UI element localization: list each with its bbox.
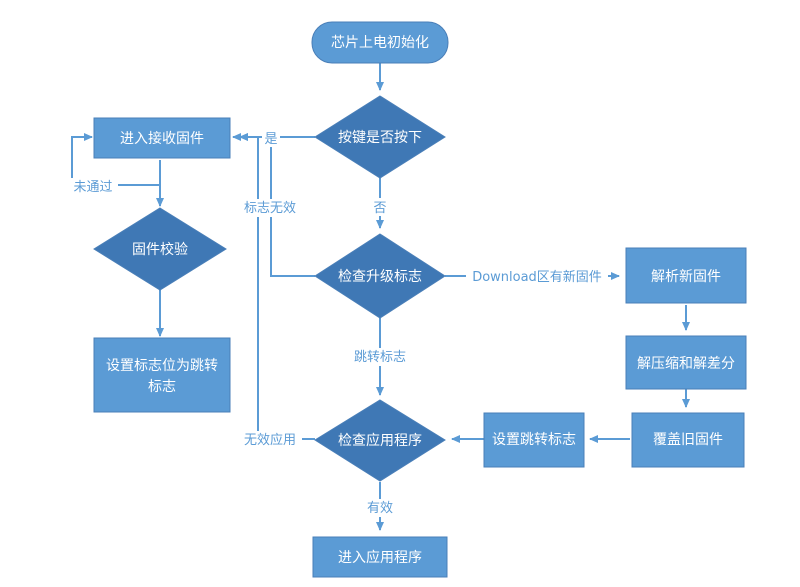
node-set-flag-line2: 标志 <box>148 379 176 395</box>
node-decompress: 解压缩和解差分 <box>625 335 747 390</box>
node-set-jump-flag: 设置跳转标志 <box>483 412 585 468</box>
node-set-flag: 设置标志位为跳转 标志 <box>93 337 231 413</box>
label-invalid-app: 无效应用 <box>244 432 296 448</box>
label-jump-flag: 跳转标志 <box>354 350 406 365</box>
node-parse-firmware: 解析新固件 <box>625 247 747 304</box>
label-download-new: Download区有新固件 <box>472 269 602 285</box>
label-valid: 有效 <box>367 501 393 516</box>
node-enter-app: 进入应用程序 <box>312 536 448 578</box>
node-set-jump-flag-label: 设置跳转标志 <box>492 432 576 448</box>
label-yes: 是 <box>264 132 277 147</box>
node-decompress-label: 解压缩和解差分 <box>637 356 735 372</box>
node-parse-firmware-label: 解析新固件 <box>651 269 721 285</box>
node-check-upgrade-label: 检查升级标志 <box>338 269 422 285</box>
edge-labels: 是 否 未通过 标志无效 Download区有新固件 跳转标志 无效应用 有效 <box>68 130 608 517</box>
node-firmware-verify-label: 固件校验 <box>132 241 188 258</box>
label-flag-invalid: 标志无效 <box>244 201 296 216</box>
node-firmware-verify: 固件校验 <box>93 207 227 291</box>
node-start: 芯片上电初始化 <box>311 21 449 64</box>
node-overwrite: 覆盖旧固件 <box>631 412 745 468</box>
node-key-decision-label: 按键是否按下 <box>338 130 422 146</box>
node-overwrite-label: 覆盖旧固件 <box>653 432 723 448</box>
node-set-flag-line1: 设置标志位为跳转 <box>106 358 218 374</box>
node-enter-receive: 进入接收固件 <box>93 117 231 159</box>
node-check-app: 检查应用程序 <box>314 399 446 482</box>
node-check-app-label: 检查应用程序 <box>338 432 422 449</box>
node-enter-app-label: 进入应用程序 <box>338 549 422 566</box>
node-check-upgrade: 检查升级标志 <box>314 233 446 319</box>
node-start-label: 芯片上电初始化 <box>331 34 429 51</box>
label-no: 否 <box>373 201 386 216</box>
node-enter-receive-label: 进入接收固件 <box>120 130 204 147</box>
node-key-decision: 按键是否按下 <box>314 95 446 179</box>
edge-invalid-app <box>239 133 315 440</box>
label-not-passed: 未通过 <box>73 180 112 195</box>
